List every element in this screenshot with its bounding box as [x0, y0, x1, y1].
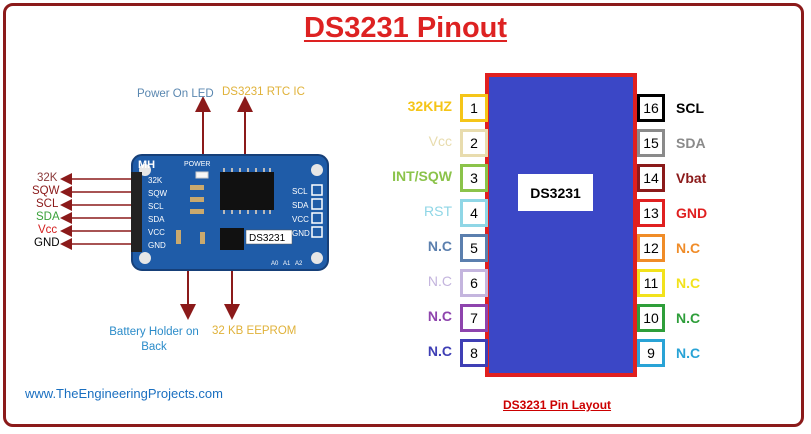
- left-pin-label-7: N.C: [427, 308, 452, 324]
- left-pin-label-2: Vcc: [428, 133, 452, 149]
- power-led: [195, 171, 209, 179]
- right-pin-12: 12: [637, 234, 665, 262]
- right-pin-14: 14: [637, 164, 665, 192]
- right-pin-label-10: N.C: [676, 310, 701, 326]
- board-power: POWER: [184, 161, 210, 168]
- board-left-6: GND: [148, 241, 166, 250]
- label-rtc-ic: DS3231 RTC IC: [222, 86, 305, 98]
- board-right-3: VCC: [292, 215, 309, 224]
- board-right-2: SDA: [292, 201, 309, 210]
- board-a1: A1: [283, 261, 291, 267]
- board-a2: A2: [295, 261, 303, 267]
- right-pin-label-13: GND: [676, 205, 708, 221]
- module-pin-gnd: GND: [34, 237, 60, 249]
- page-title: DS3231 Pinout: [303, 12, 508, 44]
- right-pin-label-11: N.C: [676, 275, 701, 291]
- ic-body: [485, 73, 637, 377]
- board-brand: MH: [138, 159, 155, 171]
- left-pin-6: 6: [460, 269, 488, 297]
- right-pin-9: 9: [637, 339, 665, 367]
- left-pin-7: 7: [460, 304, 488, 332]
- board-left-2: SQW: [148, 189, 168, 198]
- left-pin-3: 3: [460, 164, 488, 192]
- pin-layout-caption: DS3231 Pin Layout: [503, 398, 612, 412]
- board-right-4: GND: [292, 229, 310, 238]
- board-right-1: SCL: [292, 187, 308, 196]
- left-pin-label-1: 32KHZ: [407, 98, 452, 114]
- left-pin-label-4: RST: [424, 203, 452, 219]
- left-pin-4: 4: [460, 199, 488, 227]
- right-pin-label-16: SCL: [676, 100, 704, 116]
- board-left-5: VCC: [148, 228, 165, 237]
- board-a0: A0: [271, 261, 279, 267]
- right-header: [311, 184, 323, 238]
- module-pin-scl: SCL: [36, 198, 59, 210]
- left-pin-1: 1: [460, 94, 488, 122]
- board-left-3: SCL: [148, 202, 164, 211]
- left-pin-label-8: N.C: [427, 343, 452, 359]
- website-link[interactable]: www.TheEngineeringProjects.com: [25, 386, 223, 401]
- right-pin-11: 11: [637, 269, 665, 297]
- right-pin-label-9: N.C: [676, 345, 701, 361]
- left-pin-label-6: N.C: [427, 273, 452, 289]
- pin-arrows: [60, 173, 132, 250]
- right-pin-label-15: SDA: [676, 135, 706, 151]
- module-pin-sqw: SQW: [32, 185, 60, 197]
- board-left-1: 32K: [148, 176, 163, 185]
- left-header: [131, 172, 142, 252]
- board-left-4: SDA: [148, 215, 165, 224]
- right-pin-label-14: Vbat: [676, 170, 707, 186]
- left-pin-5: 5: [460, 234, 488, 262]
- left-pin-8: 8: [460, 339, 488, 367]
- ic-name-label: DS3231: [518, 174, 593, 211]
- right-pin-10: 10: [637, 304, 665, 332]
- right-pin-13: 13: [637, 199, 665, 227]
- label-eeprom: 32 KB EEPROM: [212, 325, 297, 337]
- module-pin-32k: 32K: [37, 172, 58, 184]
- eeprom-chip: [220, 228, 244, 250]
- label-battery: Battery Holder on Back: [109, 326, 199, 353]
- left-pin-label-3: INT/SQW: [392, 168, 452, 184]
- right-pin-16: 16: [637, 94, 665, 122]
- rtc-chip: [220, 172, 274, 210]
- right-pin-15: 15: [637, 129, 665, 157]
- right-pin-label-12: N.C: [676, 240, 701, 256]
- left-pin-label-5: N.C: [427, 238, 452, 254]
- board-ic-label: DS3231: [249, 233, 286, 244]
- module-pin-sda: SDA: [36, 211, 60, 223]
- module-pin-vcc: Vcc: [38, 224, 58, 236]
- label-power-led: Power On LED: [137, 88, 214, 100]
- left-pin-2: 2: [460, 129, 488, 157]
- outer-frame: [3, 3, 804, 427]
